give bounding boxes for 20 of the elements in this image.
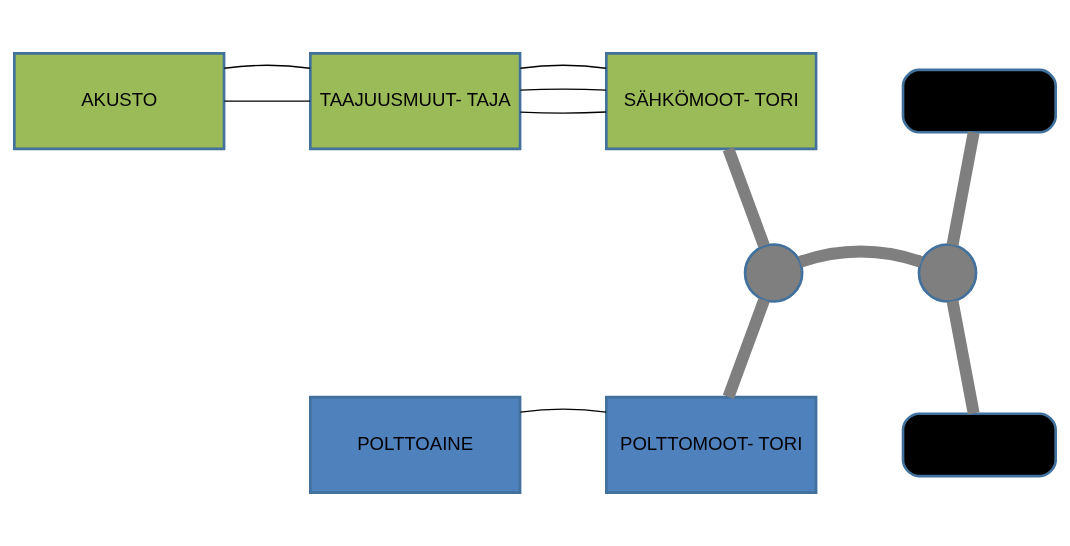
connector [798,245,923,268]
connector [946,300,980,415]
connector [722,147,770,248]
connector [519,88,607,91]
node-circle [917,243,978,303]
node-box: TAAJUUSMUUT- TAJA [309,52,522,151]
connector [519,408,607,413]
node-box: AKUSTO [13,52,226,151]
node-box [901,68,1057,134]
connector [223,100,311,102]
node-circle [743,243,804,303]
connector [519,64,607,69]
node-box: POLTTOMOOT- TORI [605,395,818,494]
connector [722,297,770,399]
node-box: SÄHKÖMOOT- TORI [605,52,818,151]
connector [223,64,311,69]
connector [946,131,980,246]
connector [519,111,607,114]
node-box: POLTTOAINE [309,395,522,494]
node-box [901,412,1057,478]
